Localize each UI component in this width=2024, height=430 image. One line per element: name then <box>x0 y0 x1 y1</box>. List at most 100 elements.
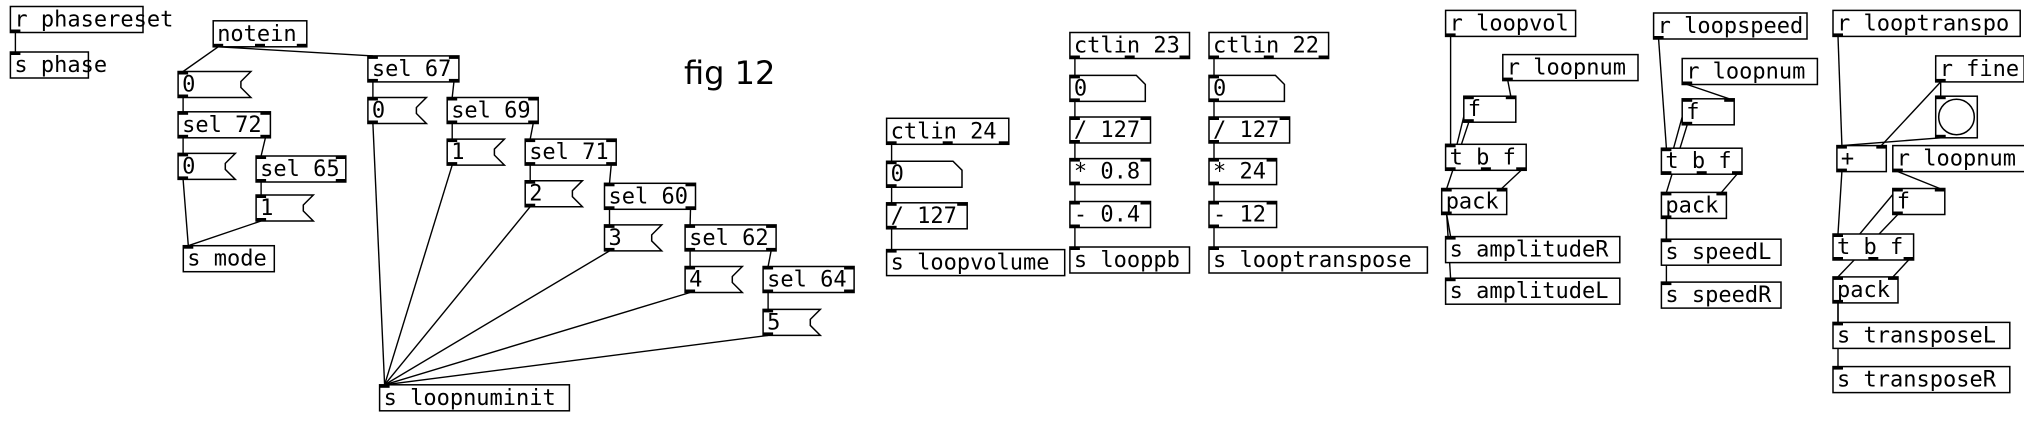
outlet[interactable] <box>178 134 189 138</box>
inlet[interactable] <box>1661 282 1672 286</box>
patch-cord[interactable] <box>1507 80 1512 97</box>
inlet[interactable] <box>525 180 536 184</box>
inlet[interactable] <box>367 97 378 101</box>
inlet[interactable] <box>763 266 774 270</box>
pd-obj-r-loopspeed[interactable]: r loopspeed <box>1652 12 1808 40</box>
inlet[interactable] <box>447 139 458 143</box>
inlet[interactable] <box>528 97 539 101</box>
pd-msg-msg-5[interactable]: 5 <box>762 308 823 337</box>
pd-obj-f-a[interactable]: f <box>1463 95 1517 123</box>
patch-cord[interactable] <box>1657 38 1668 149</box>
outlet[interactable] <box>178 94 189 98</box>
patch-cord[interactable] <box>383 164 453 386</box>
inlet[interactable] <box>1833 276 1843 280</box>
inlet[interactable] <box>1266 158 1277 162</box>
inlet[interactable] <box>604 183 615 187</box>
outlet[interactable] <box>1696 171 1707 175</box>
inlet[interactable] <box>260 111 271 115</box>
pd-msg-msg-1-a[interactable]: 1 <box>255 194 316 222</box>
outlet[interactable] <box>447 120 458 124</box>
inlet[interactable] <box>1888 276 1898 280</box>
outlet[interactable] <box>1833 257 1843 260</box>
outlet[interactable] <box>1069 181 1080 185</box>
inlet[interactable] <box>367 55 378 59</box>
outlet[interactable] <box>1209 55 1219 59</box>
patch-cord[interactable] <box>1837 171 1843 235</box>
inlet[interactable] <box>886 161 897 165</box>
inlet[interactable] <box>1069 117 1080 120</box>
pd-obj-sel67[interactable]: sel 67 <box>367 55 460 83</box>
outlet[interactable] <box>763 289 774 293</box>
outlet[interactable] <box>1179 55 1190 59</box>
pd-obj-mul24[interactable]: * 24 <box>1208 157 1278 186</box>
pd-num-num-24[interactable]: 0 <box>885 160 963 188</box>
outlet[interactable] <box>1445 167 1456 171</box>
inlet[interactable] <box>1833 366 1843 370</box>
inlet[interactable] <box>886 202 897 206</box>
pd-num-num-22[interactable]: 0 <box>1208 74 1286 103</box>
pd-obj-r-looptranspo[interactable]: r looptranspo <box>1832 9 2021 38</box>
inlet[interactable] <box>335 156 346 159</box>
inlet[interactable] <box>685 224 696 228</box>
patch-cord[interactable] <box>260 137 267 157</box>
outlet[interactable] <box>1209 181 1219 185</box>
pd-obj-sel60[interactable]: sel 60 <box>603 182 697 211</box>
inlet[interactable] <box>1140 158 1151 162</box>
pd-obj-plus[interactable]: + <box>1836 144 1888 173</box>
pd-obj-s-amplitudeL[interactable]: s amplitudeL <box>1444 277 1621 305</box>
outlet[interactable] <box>1209 224 1219 228</box>
inlet[interactable] <box>1069 75 1080 79</box>
pd-obj-r-loopnum-a[interactable]: r loopnum <box>1502 53 1639 82</box>
pd-obj-r-fine[interactable]: r fine <box>1934 55 2024 83</box>
outlet[interactable] <box>763 332 774 336</box>
pd-obj-tbf-c[interactable]: t b f <box>1832 233 1915 261</box>
outlet[interactable] <box>685 206 696 210</box>
inlet[interactable] <box>448 55 459 59</box>
outlet[interactable] <box>1263 55 1274 59</box>
outlet[interactable] <box>1069 55 1080 59</box>
pd-obj-s-loopvolume[interactable]: s loopvolume <box>885 248 1066 277</box>
inlet[interactable] <box>447 97 458 101</box>
outlet[interactable] <box>1653 36 1664 39</box>
pd-obj-sel64[interactable]: sel 64 <box>762 265 855 294</box>
inlet[interactable] <box>1069 201 1080 205</box>
outlet[interactable] <box>886 225 897 229</box>
patch-cord[interactable] <box>1897 170 1941 190</box>
inlet[interactable] <box>1833 322 1843 326</box>
pd-msg-msg-4[interactable]: 4 <box>684 265 745 294</box>
outlet[interactable] <box>1935 134 1946 138</box>
outlet[interactable] <box>525 203 536 207</box>
outlet[interactable] <box>367 120 378 124</box>
pd-obj-sel62[interactable]: sel 62 <box>684 224 777 252</box>
outlet[interactable] <box>528 120 539 124</box>
outlet[interactable] <box>886 141 897 145</box>
outlet[interactable] <box>1209 140 1219 143</box>
outlet[interactable] <box>1868 257 1879 260</box>
inlet[interactable] <box>1445 236 1456 240</box>
patch-cord[interactable] <box>384 206 531 386</box>
outlet[interactable] <box>1069 140 1080 143</box>
outlet[interactable] <box>367 78 378 82</box>
pd-bang-bang[interactable] <box>1934 95 1979 139</box>
pd-obj-r-loopvol[interactable]: r loopvol <box>1444 9 1577 38</box>
inlet[interactable] <box>1661 148 1672 152</box>
inlet[interactable] <box>685 266 696 270</box>
pd-num-num-23[interactable]: 0 <box>1069 74 1147 103</box>
inlet[interactable] <box>1876 145 1887 149</box>
patch-cord[interactable] <box>608 165 612 184</box>
inlet[interactable] <box>1463 96 1474 100</box>
pd-obj-ctlin23[interactable]: ctlin 23 <box>1069 31 1191 60</box>
inlet[interactable] <box>1661 192 1672 196</box>
pd-obj-tbf-a[interactable]: t b f <box>1444 143 1527 172</box>
outlet[interactable] <box>1441 211 1452 215</box>
inlet[interactable] <box>1496 188 1507 192</box>
outlet[interactable] <box>1445 33 1456 37</box>
inlet[interactable] <box>256 156 267 159</box>
pd-obj-s-speedL[interactable]: s speedL <box>1660 238 1782 266</box>
patch-cord[interactable] <box>1841 137 1941 147</box>
pd-obj-r-loopnum-b[interactable]: r loopnum <box>1681 57 1819 86</box>
outlet[interactable] <box>1682 81 1693 85</box>
inlet[interactable] <box>1279 117 1290 120</box>
inlet[interactable] <box>1934 188 1945 192</box>
